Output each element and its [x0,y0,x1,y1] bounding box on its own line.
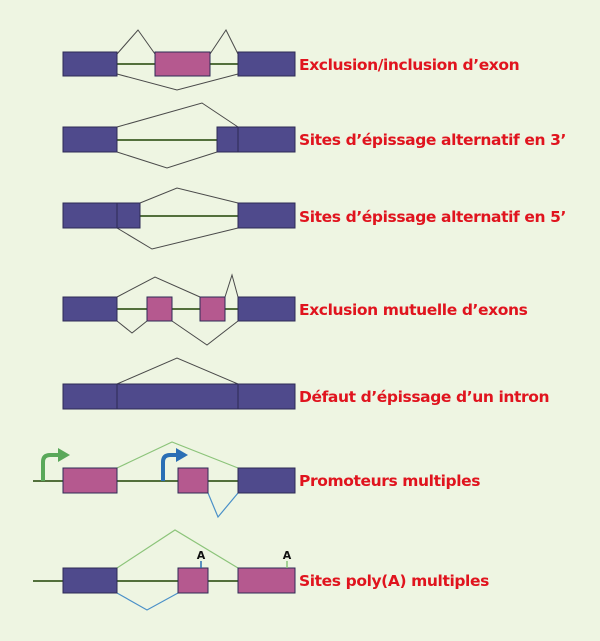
alternative-exon [146,296,173,322]
splice-line [171,320,239,346]
row-intron-retention: Défaut d’épissage d’un intron [62,357,550,410]
retained-intron [116,383,239,410]
splice-line [139,187,239,204]
row-label: Exclusion/inclusion d’exon [299,56,519,74]
inclusion-splice-line [209,29,239,55]
splice-line [116,276,201,298]
green-splice-line [116,441,239,469]
inclusion-splice-line [116,29,156,55]
row-label: Défaut d’épissage d’un intron [299,388,549,406]
splice-line [116,151,218,169]
constitutive-exon [62,126,118,153]
skipping-splice-line [116,73,239,91]
row-alternative-3-prime: Sites d’épissage alternatif en 3’ [62,102,566,169]
constitutive-exon [237,51,296,77]
alternative-last-exon [237,567,296,594]
constitutive-exon [62,383,118,410]
row-label: Sites poly(A) multiples [299,572,489,590]
green-splice-line [116,529,239,569]
constitutive-exon [62,202,118,229]
green-promoter-arrow-icon [41,448,70,481]
row-multiple-polya-sites: A A Sites poly(A) multiples [33,529,489,611]
constitutive-exon [62,296,118,322]
blue-splice-line [207,492,239,519]
splice-line [116,320,148,334]
row-multiple-promoters: Promoteurs multiples [33,441,481,519]
polya-site-mark: A [197,549,206,562]
splice-line [116,357,239,385]
splice-line [116,102,239,128]
row-label: Promoteurs multiples [299,472,480,490]
row-label: Exclusion mutuelle d’exons [299,301,528,319]
alternative-exon [199,296,226,322]
constitutive-exon [62,51,118,77]
row-label: Sites d’épissage alternatif en 3’ [299,131,566,149]
constitutive-exon [62,567,118,594]
constitutive-exon [237,383,296,410]
blue-splice-line [116,592,179,611]
constitutive-exon [237,467,296,494]
polya-site-mark: A [283,549,292,562]
constitutive-exon [237,126,296,153]
constitutive-exon [237,202,296,229]
alternative-first-exon [62,467,118,494]
row-exon-skipping: Exclusion/inclusion d’exon [62,29,520,91]
row-mutually-exclusive-exons: Exclusion mutuelle d’exons [62,273,528,346]
alternative-exon [154,51,211,77]
alternative-exon-extension [116,202,141,229]
splice-line [224,273,239,298]
alternative-last-exon [177,567,209,594]
row-alternative-5-prime: Sites d’épissage alternatif en 5’ [62,187,566,250]
alternative-first-exon [177,467,209,494]
alternative-exon-extension [216,126,239,153]
blue-promoter-arrow-icon [161,448,188,481]
row-label: Sites d’épissage alternatif en 5’ [299,208,566,226]
constitutive-exon [237,296,296,322]
splice-line [116,227,239,250]
